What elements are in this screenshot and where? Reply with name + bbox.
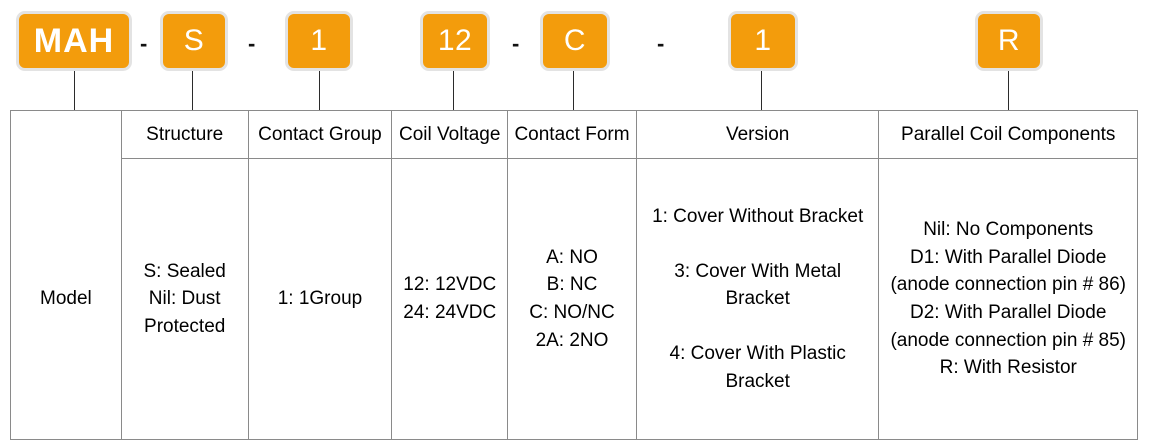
code-box-contact-form-label: C [563, 24, 587, 57]
code-box-model-label: MAH [33, 22, 115, 60]
column-header-structure: Structure [121, 111, 248, 159]
column-body-parallel-coil-components: Nil: No Components D1: With Parallel Dio… [879, 159, 1137, 439]
column-body-contact-group-text: 1: 1Group [277, 288, 363, 310]
column-body-coil-voltage: 12: 12VDC 24: 24VDC [392, 159, 507, 439]
code-box-coil-voltage[interactable]: 12 [420, 11, 490, 71]
code-box-coil-voltage-label: 12 [437, 24, 473, 57]
connector-line-contact-group [319, 71, 320, 110]
code-box-contact-group[interactable]: 1 [285, 11, 353, 71]
column-body-contact-form: A: NO B: NC C: NO/NC 2A: 2NO [508, 159, 636, 439]
column-header-contact-form: Contact Form [508, 111, 636, 159]
table-column-version: Version 1: Cover Without Bracket 3: Cove… [636, 111, 880, 439]
column-header-parallel-coil-components: Parallel Coil Components [879, 111, 1137, 159]
column-header-model [11, 111, 121, 159]
separator-dash-3: - [512, 31, 520, 56]
column-body-model-text: Model [40, 288, 92, 310]
code-box-model[interactable]: MAH [16, 11, 132, 71]
table-column-model: Model [11, 111, 122, 439]
separator-dash-1: - [140, 31, 148, 56]
connector-line-model [74, 71, 75, 110]
column-body-parallel-coil-components-text: Nil: No Components D1: With Parallel Dio… [890, 219, 1126, 379]
separator-dash-2: - [248, 31, 256, 56]
code-box-parallel-coil-label: R [997, 24, 1021, 57]
code-box-structure[interactable]: S [160, 11, 228, 71]
code-box-contact-group-label: 1 [310, 24, 328, 57]
connector-line-contact-form [573, 71, 574, 110]
table-column-parallel-coil-components: Parallel Coil Components Nil: No Compone… [879, 111, 1137, 439]
code-box-version[interactable]: 1 [728, 11, 798, 71]
legend-table: Model Structure S: Sealed Nil: Dust Prot… [10, 110, 1138, 440]
column-body-contact-form-text: A: NO B: NC C: NO/NC 2A: 2NO [529, 246, 615, 351]
table-column-structure: Structure S: Sealed Nil: Dust Protected [121, 111, 249, 439]
table-column-contact-group: Contact Group 1: 1Group [248, 111, 393, 439]
connector-line-parallel-coil [1008, 71, 1009, 110]
code-box-parallel-coil[interactable]: R [975, 11, 1043, 71]
column-body-version-text: 1: Cover Without Bracket 3: Cover With M… [652, 205, 864, 392]
code-box-version-label: 1 [754, 24, 772, 57]
column-body-version: 1: Cover Without Bracket 3: Cover With M… [637, 159, 879, 439]
connector-line-version [761, 71, 762, 110]
connector-line-coil-voltage [453, 71, 454, 110]
table-column-contact-form: Contact Form A: NO B: NC C: NO/NC 2A: 2N… [508, 111, 637, 439]
column-header-coil-voltage: Coil Voltage [392, 111, 508, 159]
column-header-contact-group: Contact Group [248, 111, 392, 159]
column-body-model: Model [11, 159, 121, 439]
column-header-version: Version [636, 111, 879, 159]
column-body-coil-voltage-text: 12: 12VDC 24: 24VDC [403, 274, 497, 323]
column-body-structure: S: Sealed Nil: Dust Protected [122, 159, 248, 439]
separator-dash-4: - [657, 31, 665, 56]
column-body-structure-text: S: Sealed Nil: Dust Protected [143, 260, 226, 337]
column-body-contact-group: 1: 1Group [249, 159, 392, 439]
table-column-coil-voltage: Coil Voltage 12: 12VDC 24: 24VDC [392, 111, 509, 439]
code-box-contact-form[interactable]: C [540, 11, 610, 71]
connector-line-structure [192, 71, 193, 110]
code-box-structure-label: S [183, 24, 205, 57]
